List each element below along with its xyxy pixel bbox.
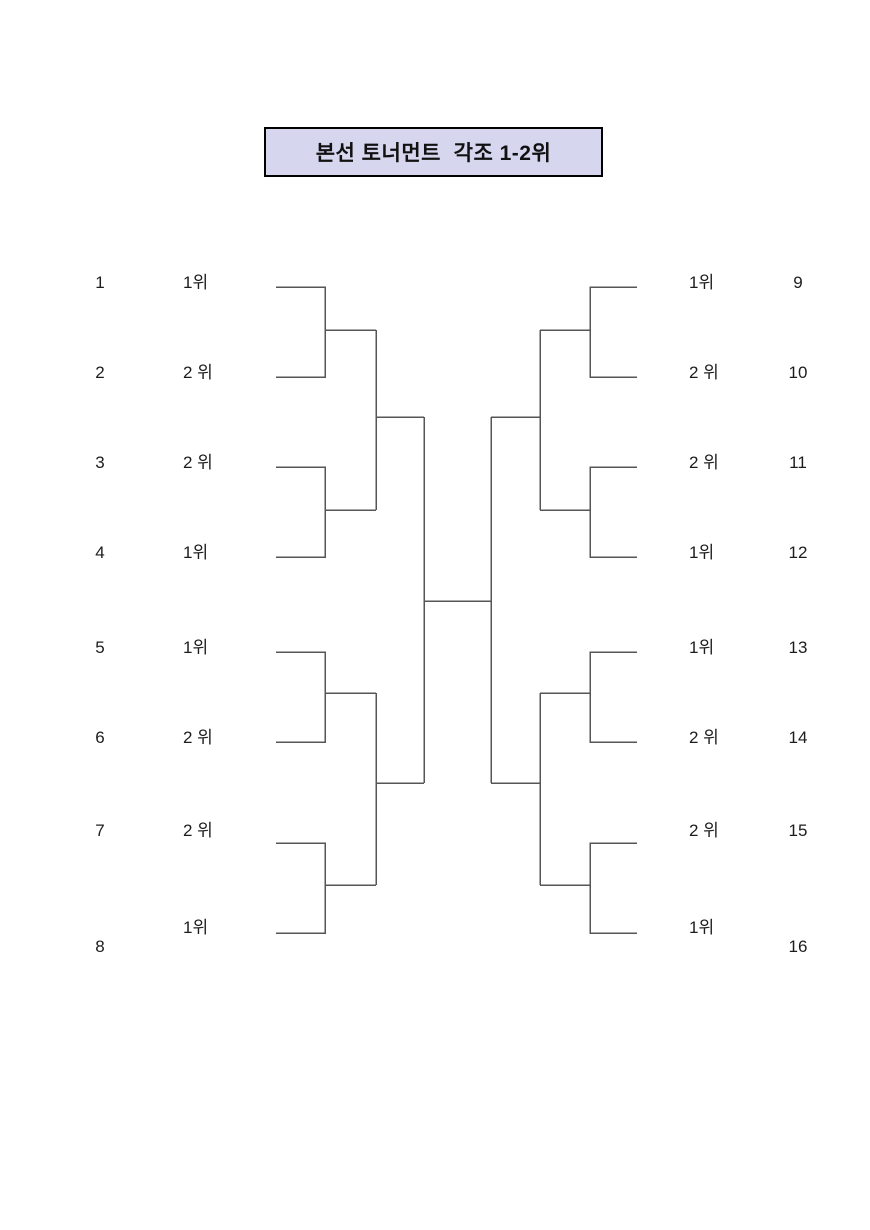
seed-11-number: 11 [789, 453, 807, 472]
seed-2-number: 2 [95, 363, 105, 382]
right-semifinal-lines [491, 330, 541, 885]
seed-5-number: 5 [95, 638, 105, 657]
seed-16-rank: 1위 [689, 918, 715, 937]
seed-13-rank: 1위 [689, 638, 715, 657]
title-box: 본선 토너먼트 각조 1-2위 [264, 127, 603, 177]
seed-3-rank: 2 위 [183, 453, 213, 472]
seed-8-number: 8 [95, 937, 105, 956]
seed-8-rank: 1위 [183, 918, 209, 937]
seed-4-number: 4 [95, 543, 105, 562]
left-semifinal-lines [375, 330, 424, 885]
seed-6-number: 6 [95, 728, 105, 747]
seed-9-rank: 1위 [689, 273, 715, 292]
left-quarterfinal-lines [276, 286, 376, 934]
bracket-lines-group [276, 286, 637, 934]
seed-14-rank: 2 위 [689, 728, 719, 747]
seed-10-rank: 2 위 [689, 363, 719, 382]
page-title: 본선 토너먼트 각조 1-2위 [315, 142, 552, 165]
seed-10-number: 10 [788, 363, 808, 382]
seed-7-rank: 2 위 [183, 821, 213, 840]
seed-1-rank: 1위 [183, 273, 209, 292]
seed-12-rank: 1위 [689, 543, 715, 562]
seed-14-number: 14 [788, 728, 808, 747]
seed-13-number: 13 [788, 638, 808, 657]
seed-5-rank: 1위 [183, 638, 209, 657]
seed-15-rank: 2 위 [689, 821, 719, 840]
seed-15-number: 15 [788, 821, 808, 840]
seed-7-number: 7 [95, 821, 105, 840]
seed-1-number: 1 [95, 273, 105, 292]
seed-12-number: 12 [788, 543, 808, 562]
right-quarterfinal-lines [540, 286, 637, 934]
seed-9-number: 9 [793, 273, 803, 292]
seed-16-number: 16 [788, 937, 808, 956]
seed-6-rank: 2 위 [183, 728, 213, 747]
seed-3-number: 3 [95, 453, 105, 472]
seed-4-rank: 1위 [183, 543, 209, 562]
seed-2-rank: 2 위 [183, 363, 213, 382]
seed-11-rank: 2 위 [689, 453, 719, 472]
